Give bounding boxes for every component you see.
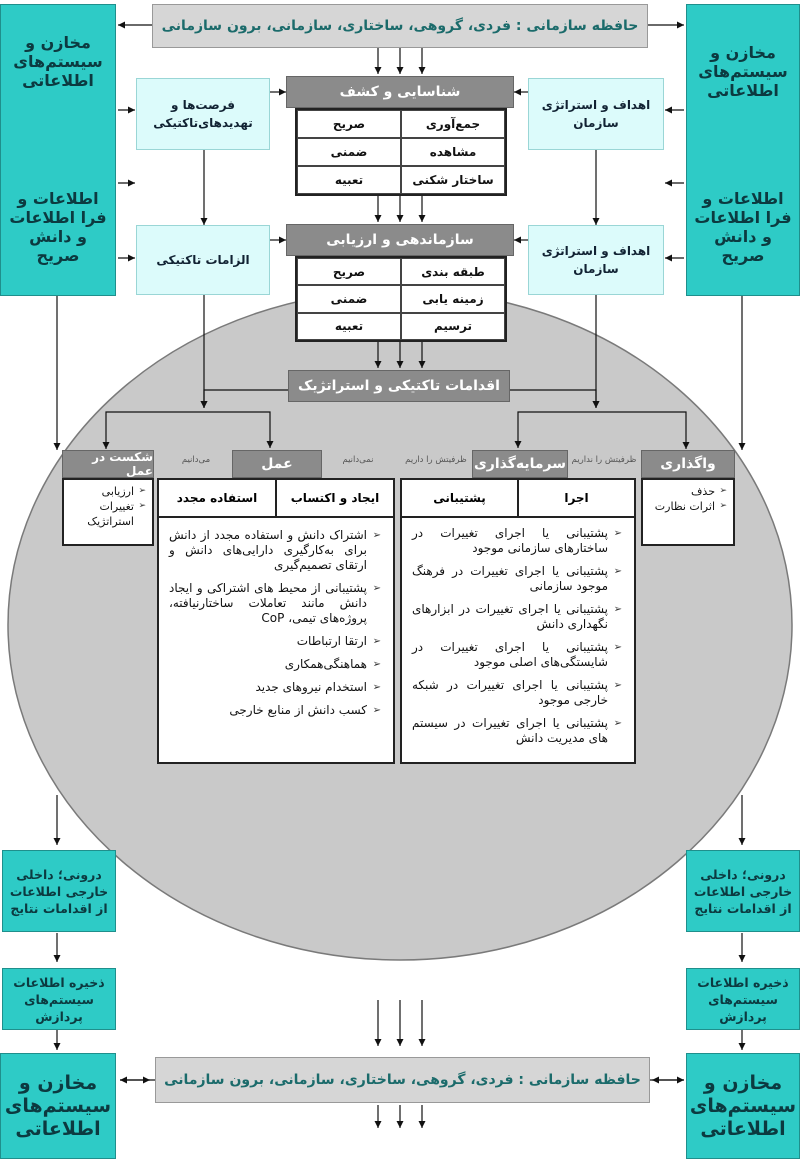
- action-title: عمل: [232, 450, 322, 478]
- investment-item: پشتیبانی یا اجرای تغییرات در شایستگی‌های…: [412, 640, 622, 670]
- discovery-cell: مشاهده: [401, 138, 505, 166]
- right-repository-bottom: مخازن و سیستم‌های اطلاعاتی: [686, 1053, 800, 1159]
- discovery-cell: تعبیه: [297, 166, 401, 194]
- investment-title: سرمایه‌گذاری: [472, 450, 568, 478]
- organize-cell: ترسیم: [401, 312, 505, 340]
- right-repo-info: اطلاعات و فرا اطلاعات و دانش صریح: [694, 189, 792, 265]
- assignment-item: اثرات نظارت: [649, 499, 727, 514]
- action-label-right: نمی‌دانیم: [342, 455, 374, 465]
- assignment-item: حذف: [649, 484, 727, 499]
- organize-cell: تعبیه: [297, 312, 401, 340]
- organize-cell: زمینه یابی: [401, 285, 505, 313]
- right-storage: ذخیره اطلاعات سیستم‌های پردازش: [686, 968, 800, 1030]
- action-col-reuse: استفاده مجدد: [176, 491, 258, 505]
- right-internal-info: درونی؛ داخلی خارجی اطلاعات از اقدامات نت…: [686, 850, 800, 932]
- action-label-left: می‌دانیم: [181, 455, 211, 465]
- action-item: اشتراک دانش و استفاده مجدد از دانش برای …: [169, 528, 381, 573]
- discovery-cell: صریح: [297, 110, 401, 138]
- left-repository-bottom: مخازن و سیستم‌های اطلاعاتی: [0, 1053, 116, 1159]
- investment-col-run: اجرا: [517, 480, 634, 516]
- action-item: کسب دانش از منابع خارجی: [169, 703, 381, 718]
- failure-item: تغییرات استراتژیک: [70, 499, 146, 529]
- investment-item: پشتیبانی یا اجرای تغییرات در ساختارهای س…: [412, 526, 622, 556]
- goals-box-top: اهداف و استراتژی سازمان: [528, 78, 664, 150]
- organize-cell: صریح: [297, 258, 401, 286]
- top-banner: حافظه سازمانی : فردی، گروهی، ساختاری، سا…: [152, 4, 648, 48]
- organize-cell: طبقه بندی: [401, 258, 505, 286]
- discovery-cell: ساختار شکنی: [401, 166, 505, 194]
- left-repository: مخازن و سیستم‌های اطلاعاتی اطلاعات و فرا…: [0, 4, 116, 296]
- left-internal-info: درونی؛ داخلی خارجی اطلاعات از اقدامات نت…: [2, 850, 116, 932]
- assignment-title: واگذاری: [641, 450, 735, 478]
- discovery-title: شناسایی و کشف: [286, 76, 514, 108]
- investment-item: پشتیبانی یا اجرای تغییرات در شبکه خارجی …: [412, 678, 622, 708]
- action-item: پشتیبانی از محیط های اشتراکی و ایجاد دان…: [169, 581, 381, 626]
- right-repository: مخازن و سیستم‌های اطلاعاتی اطلاعات و فرا…: [686, 4, 800, 296]
- action-col-acquire: ایجاد و اکتساب: [275, 480, 393, 516]
- action-item: استخدام نیروهای جدید: [169, 680, 381, 695]
- discovery-cell: ضمنی: [297, 138, 401, 166]
- investment-box: اجرا پشتیبانی پشتیبانی یا اجرای تغییرات …: [400, 478, 636, 764]
- discovery-table: جمع‌آوری صریح مشاهده ضمنی ساختار شکنی تع…: [295, 108, 507, 196]
- tactical-requirements-box: الزامات تاکتیکی: [136, 225, 270, 295]
- organize-table: طبقه بندی صریح زمینه یابی ضمنی ترسیم تعب…: [295, 256, 507, 342]
- failure-box: ارزیابی تغییرات استراتژیک: [62, 478, 154, 546]
- discovery-cell: جمع‌آوری: [401, 110, 505, 138]
- bottom-banner: حافظه سازمانی : فردی، گروهی، ساختاری، سا…: [155, 1057, 650, 1103]
- left-repo-info: اطلاعات و فرا اطلاعات و دانش صریح: [9, 189, 107, 265]
- investment-item: پشتیبانی یا اجرای تغییرات در سیستم های م…: [412, 716, 622, 746]
- action-item: هماهنگی‌همکاری: [169, 657, 381, 672]
- investment-item: پشتیبانی یا اجرای تغییرات در فرهنگ موجود…: [412, 564, 622, 594]
- investment-item: پشتیبانی یا اجرای تغییرات در ابزارهای نگ…: [412, 602, 622, 632]
- action-item: ارتقا ارتباطات: [169, 634, 381, 649]
- actions-title: اقدامات تاکتیکی و استراتژیک: [288, 370, 510, 402]
- left-storage: ذخیره اطلاعات سیستم‌های پردازش: [2, 968, 116, 1030]
- goals-box-bottom: اهداف و استراتژی سازمان: [528, 225, 664, 295]
- failure-title: شکست در عمل: [62, 450, 154, 478]
- right-repo-title: مخازن و سیستم‌های اطلاعاتی: [698, 43, 788, 100]
- failure-item: ارزیابی: [70, 484, 146, 499]
- investment-label-right: ظرفیتش را نداریم: [571, 455, 637, 465]
- investment-label-left: ظرفیتش را داریم: [405, 455, 467, 465]
- investment-col-support: پشتیبانی: [433, 491, 486, 505]
- left-repo-title: مخازن و سیستم‌های اطلاعاتی: [13, 33, 103, 90]
- assignment-box: حذف اثرات نظارت: [641, 478, 735, 546]
- organize-cell: ضمنی: [297, 285, 401, 313]
- action-box: ایجاد و اکتساب استفاده مجدد اشتراک دانش …: [157, 478, 395, 764]
- organize-title: سازماندهی و ارزیابی: [286, 224, 514, 256]
- opportunities-box: فرصت‌ها و تهدیدهای‌تاکتیکی: [136, 78, 270, 150]
